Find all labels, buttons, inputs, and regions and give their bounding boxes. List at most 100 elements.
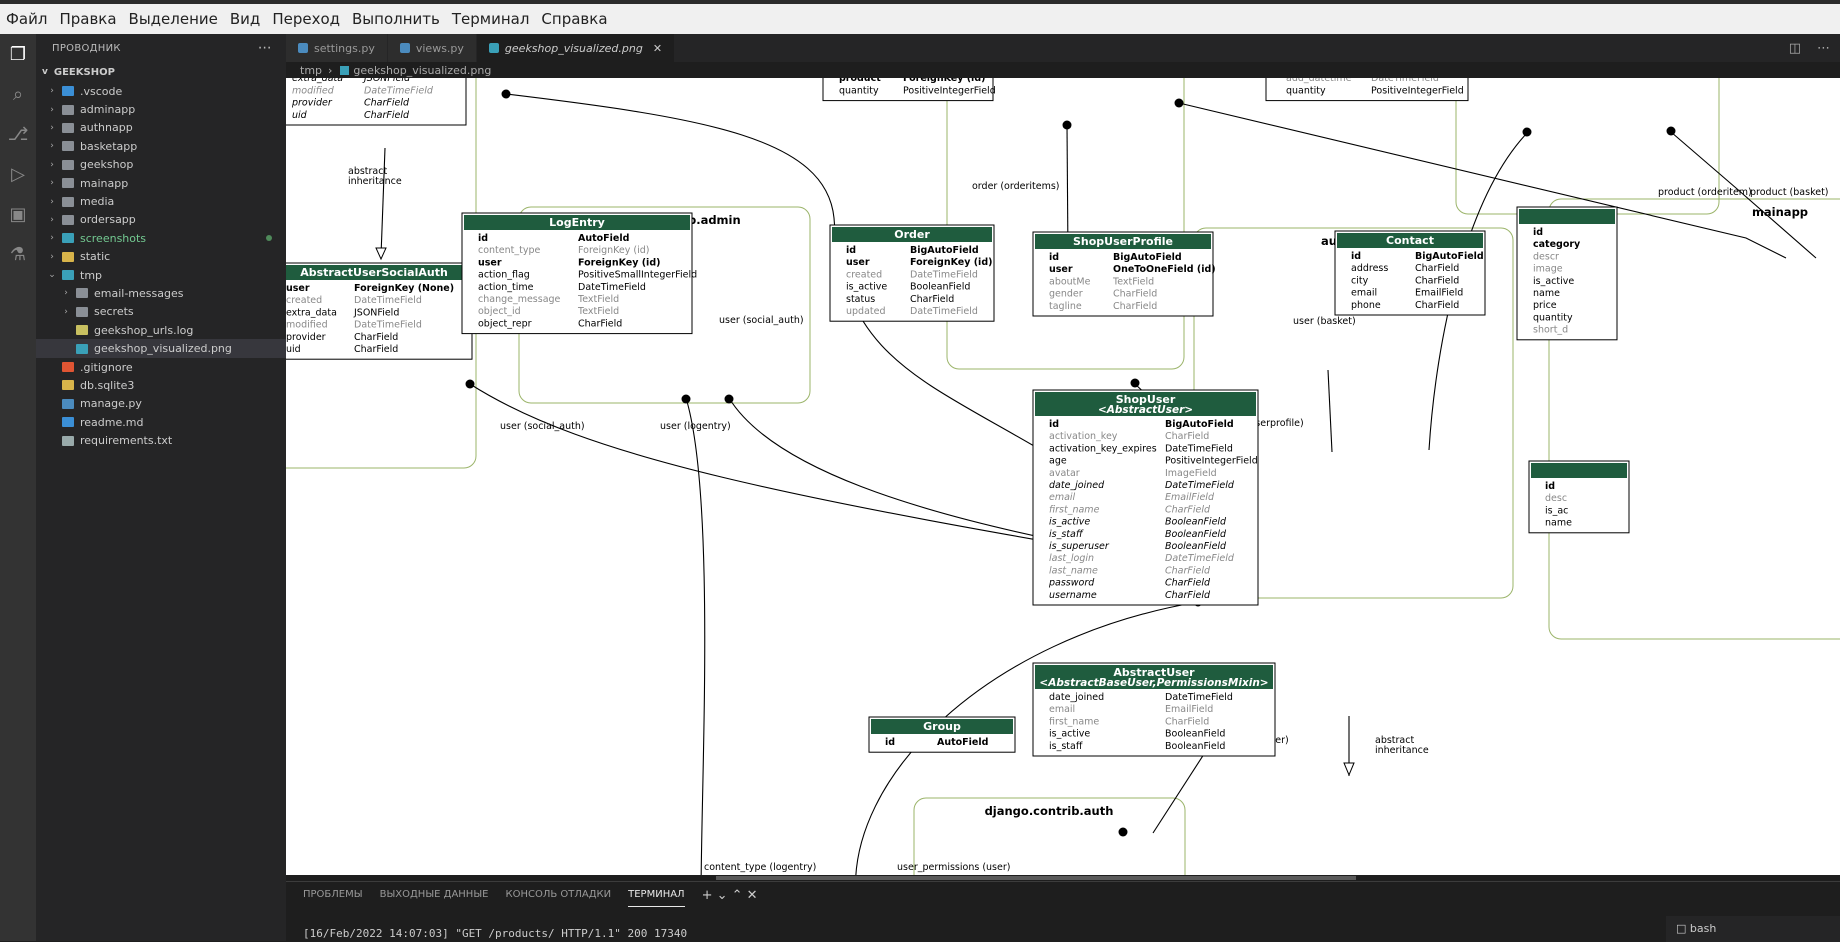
panel-tab[interactable]: ТЕРМИНАЛ	[628, 883, 685, 907]
tree-item[interactable]: .gitignore	[36, 358, 286, 376]
tree-item-label: static	[80, 250, 111, 264]
extensions-icon[interactable]: ▣	[9, 203, 27, 225]
menu-item[interactable]: Выделение	[128, 10, 218, 28]
tree-item[interactable]: ›ordersapp	[36, 211, 286, 229]
tree-item[interactable]: ›email-messages	[36, 284, 286, 302]
table-header	[871, 719, 1013, 734]
field-type: CharField	[910, 294, 954, 305]
tree-item[interactable]: requirements.txt	[36, 431, 286, 449]
tree-item[interactable]: geekshop_visualized.png	[36, 339, 286, 358]
field-type: BooleanField	[1165, 529, 1227, 540]
field-type: PositiveIntegerField	[1371, 85, 1464, 96]
tab[interactable]: views.py	[387, 34, 477, 62]
arrow-head	[375, 247, 387, 261]
menu-item[interactable]: Справка	[541, 10, 608, 28]
panel-tab[interactable]: КОНСОЛЬ ОТЛАДКИ	[505, 889, 612, 900]
folder-icon	[76, 306, 88, 317]
field-name: avatar	[1049, 468, 1080, 479]
testing-icon[interactable]: ⚗	[9, 243, 27, 265]
field-type: DateTimeField	[1371, 78, 1439, 84]
scroll-thumb[interactable]	[716, 876, 1356, 880]
tree-item[interactable]: ›adminapp	[36, 100, 286, 118]
tree-item[interactable]: ›authnapp	[36, 119, 286, 137]
explorer-icon[interactable]: ❐	[9, 43, 27, 65]
menu-item[interactable]: Правка	[59, 10, 117, 28]
tree-item[interactable]: ›mainapp	[36, 174, 286, 192]
terminal-instance[interactable]: □ bash	[1666, 916, 1840, 942]
field-name: uid	[292, 110, 308, 121]
image-viewer[interactable]: django.contrib.admin authnapp mainapp dj…	[286, 78, 1840, 877]
menu-item[interactable]: Терминал	[451, 10, 530, 28]
tree-item[interactable]: ›static	[36, 248, 286, 266]
cluster-mainapp	[1548, 198, 1840, 640]
source-control-icon[interactable]: ⎇	[7, 123, 29, 145]
field-type: CharField	[1165, 578, 1211, 589]
field-type: BooleanField	[1165, 729, 1225, 740]
panel-tab[interactable]: ПРОБЛЕМЫ	[303, 889, 363, 900]
field-name: provider	[286, 332, 326, 343]
field-name: user	[286, 283, 310, 294]
breadcrumb-folder[interactable]: tmp	[300, 63, 323, 77]
folder-icon	[62, 86, 74, 97]
field-type: CharField	[1165, 565, 1211, 576]
tree-item[interactable]: ›secrets	[36, 303, 286, 321]
tree-item[interactable]: ⌄tmp	[36, 266, 286, 284]
tree-item[interactable]: ›geekshop	[36, 156, 286, 174]
field-name: is_active	[1049, 729, 1090, 740]
panel-actions[interactable]: + ⌄ ⌃ ✕	[701, 887, 758, 903]
tree-item[interactable]: geekshop_urls.log	[36, 321, 286, 339]
file-icon	[62, 435, 74, 446]
menu-item[interactable]: Переход	[272, 10, 340, 28]
menu-item[interactable]: Файл	[6, 10, 48, 28]
field-type: DateTimeField	[910, 269, 978, 280]
chevron-icon: ›	[50, 159, 54, 170]
tree-item-label: authnapp	[80, 121, 133, 135]
field-name: date_joined	[1049, 480, 1105, 491]
tree-item[interactable]: readme.md	[36, 413, 286, 431]
menu-item[interactable]: Выполнить	[352, 10, 440, 28]
tree-item[interactable]: ›screenshots	[36, 229, 286, 247]
field-name: activation_key	[1049, 431, 1118, 442]
field-type: BooleanField	[1165, 517, 1227, 528]
tree-item[interactable]: manage.py	[36, 395, 286, 413]
table-header	[832, 227, 992, 242]
split-editor-icon[interactable]: ◫	[1788, 40, 1801, 56]
cluster-auth	[913, 797, 1186, 877]
tab[interactable]: settings.py	[286, 34, 388, 62]
edge-endpoints	[375, 89, 1676, 837]
table-header	[1035, 665, 1273, 689]
tree-item[interactable]: ›.vscode	[36, 82, 286, 100]
field-type: OneToOneField (id)	[1113, 264, 1216, 275]
more-actions-icon[interactable]: ⋯	[257, 40, 272, 56]
field-name: is_active	[846, 282, 887, 293]
file-icon	[399, 43, 410, 53]
field-name: email	[1049, 492, 1076, 503]
field-name: modified	[292, 85, 335, 96]
horizontal-scrollbar[interactable]	[286, 875, 1840, 881]
breadcrumb-file[interactable]: geekshop_visualized.png	[353, 63, 492, 77]
menu-item[interactable]: Вид	[229, 10, 261, 28]
run-debug-icon[interactable]: ▷	[11, 163, 25, 185]
panel-tab[interactable]: ВЫХОДНЫЕ ДАННЫЕ	[379, 889, 489, 900]
tree-item[interactable]: ›basketapp	[36, 137, 286, 155]
field-name: is_active	[1049, 517, 1090, 528]
search-icon[interactable]: ⌕	[12, 83, 24, 105]
activity-bar: ❐ ⌕ ⎇ ▷ ▣ ⚗	[0, 34, 36, 941]
tree-item[interactable]: ›media	[36, 192, 286, 210]
tab[interactable]: geekshop_visualized.png ✕	[476, 34, 676, 62]
table-title: ShopUser	[1116, 393, 1176, 406]
field-name: action_flag	[478, 270, 530, 281]
field-type: JSONField	[353, 307, 399, 318]
folder-icon	[62, 270, 74, 281]
tree-item[interactable]: db.sqlite3	[36, 376, 286, 394]
tab-label: geekshop_visualized.png	[504, 41, 643, 55]
close-icon[interactable]: ✕	[652, 41, 663, 55]
field-type: CharField	[354, 344, 398, 355]
edge-label: user (logentry)	[660, 421, 731, 432]
field-name: content_type	[478, 245, 540, 256]
more-actions-icon[interactable]: ⋯	[1817, 40, 1830, 56]
